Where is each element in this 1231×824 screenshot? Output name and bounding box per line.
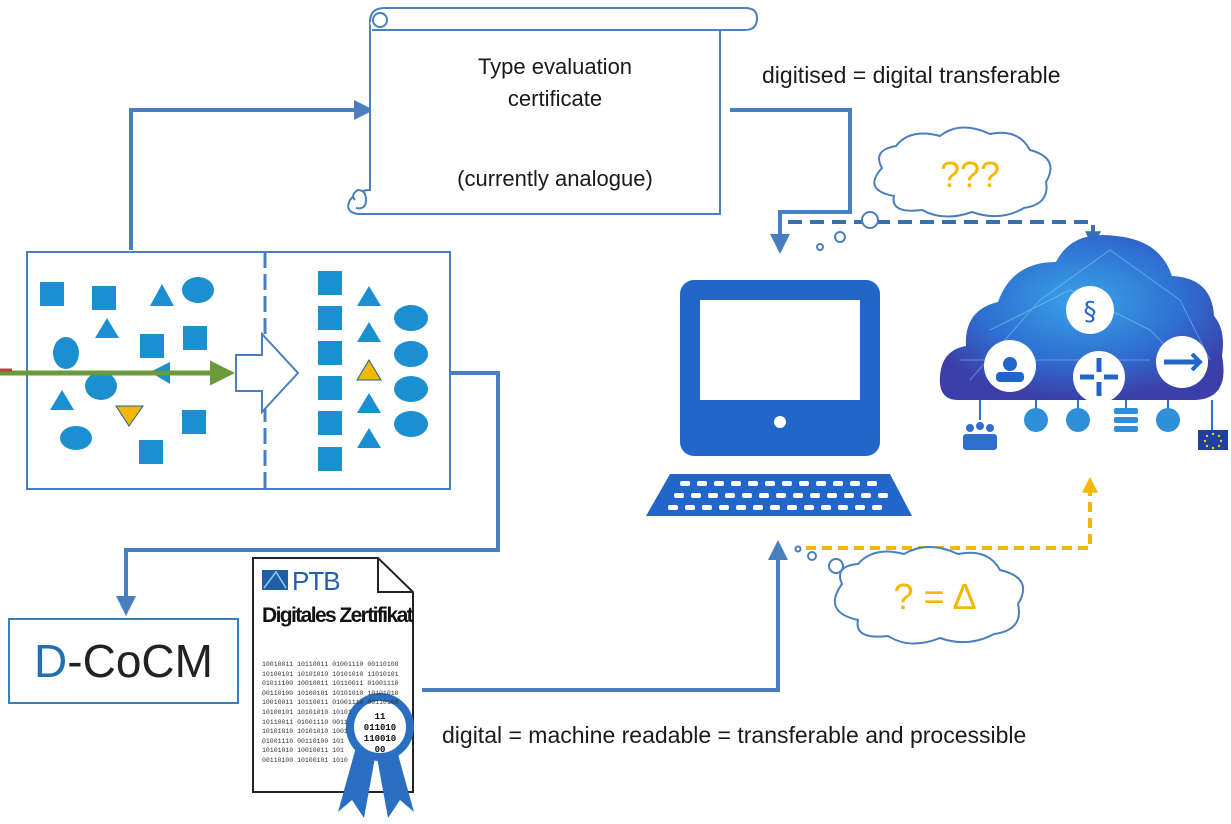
yellow-dashed-arrow — [806, 476, 1098, 550]
ptb-brand: PTB — [292, 566, 341, 596]
process-arrow — [0, 331, 300, 415]
binary-line: 10010011 10110011 01001110 00110100 — [262, 699, 399, 707]
binary-line: 01001110 00110100 101 — [262, 737, 344, 745]
people-icon — [963, 422, 997, 450]
gauge-icon — [1024, 408, 1048, 432]
binary-line: 10010011 10110011 01001110 00110100 — [262, 661, 399, 668]
digital-label: digital = machine readable = transferabl… — [442, 722, 1027, 748]
arrow-to-computer — [730, 108, 852, 254]
analogue-certificate-scroll — [347, 7, 759, 215]
database-icon — [1114, 408, 1138, 432]
certificate-title: Digitales Zertifikat — [262, 604, 414, 627]
ptb-logo-icon — [262, 570, 288, 590]
binary-line: 01011100 10010011 10110011 01001110 — [262, 680, 399, 688]
svg-text:§: § — [1084, 297, 1097, 327]
scroll-title-line2: certificate — [507, 86, 603, 111]
binary-line: 10100101 10101010 10101010 11010101 — [262, 670, 399, 678]
seal-line: 011010 — [363, 723, 397, 733]
binary-line: 10101010 10101010 1001 — [262, 728, 348, 736]
eu-flag-icon — [1198, 430, 1228, 450]
d-cocm-prefix: D — [34, 635, 68, 687]
connector-lines — [116, 100, 852, 692]
ra-icon — [1156, 408, 1180, 432]
cloud-services-icon: § — [939, 235, 1228, 450]
digitised-label: digitised = digital transferable — [762, 62, 1061, 88]
d-cocm-suffix: -CoCM — [67, 635, 213, 687]
binary-line: 00110100 10100101 1010 — [262, 756, 348, 764]
delta-text: ? = Δ — [893, 576, 977, 617]
binary-line: 10101010 10010011 101 — [262, 747, 344, 755]
dashed-arrow-to-cloud — [788, 220, 1101, 248]
seal-line: 00 — [374, 745, 386, 755]
binary-line: 00110100 10100101 10101010 10101010 — [262, 689, 399, 697]
arrow-to-scroll — [129, 100, 374, 250]
unsorted-shapes — [40, 277, 214, 464]
scroll-status: (currently analogue) — [457, 166, 653, 191]
thought-bubble-bottom — [794, 545, 1024, 645]
seal-line: 110010 — [363, 734, 397, 744]
seal-line: 11 — [374, 712, 386, 722]
network-icon — [1066, 408, 1090, 432]
binary-line: 10100101 10101010 10101 — [262, 708, 352, 716]
thought-bubble-top — [816, 126, 1052, 251]
sorted-shapes — [318, 271, 428, 471]
arrow-to-dcocm — [116, 371, 500, 616]
d-cocm-box: D-CoCM — [8, 618, 239, 704]
binary-line: 10110011 01001110 0011 — [262, 718, 348, 726]
award-ribbon-icon — [338, 693, 414, 818]
question-marks-text: ??? — [939, 154, 1001, 195]
scroll-title-line1: Type evaluation — [477, 54, 633, 79]
arrow-cert-to-computer — [422, 540, 788, 692]
computer-icon — [646, 280, 912, 516]
